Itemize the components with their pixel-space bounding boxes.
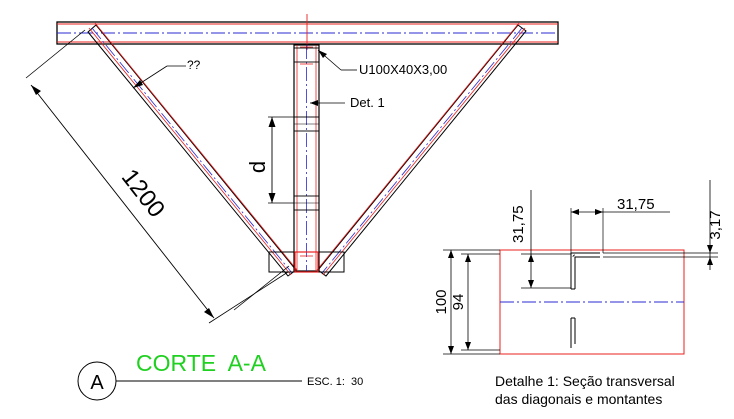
- leader-profile: [317, 49, 357, 71]
- dim-3-17: [603, 180, 718, 270]
- base-plate: [268, 251, 345, 273]
- left-diagonal: [87, 22, 298, 277]
- dim-31-75-horizontal: [570, 208, 670, 253]
- label-profile: U100X40X3,00: [359, 62, 447, 77]
- top-beam: [56, 14, 559, 50]
- dim-31-75-vertical: [521, 190, 571, 289]
- detail-caption-line1: Detalhe 1: Seção transversal: [495, 373, 675, 389]
- leader-base: [233, 265, 290, 311]
- label-31-75-horizontal: 31,75: [617, 196, 655, 213]
- right-diagonal: [316, 22, 527, 277]
- label-unknown: ??: [187, 58, 201, 72]
- section-marker-letter: A: [90, 372, 104, 394]
- detail-section: [499, 249, 685, 355]
- dimension-d: [268, 116, 294, 204]
- label-d: d: [245, 161, 270, 173]
- label-31-75-vertical: 31,75: [510, 205, 527, 243]
- vertical-post: [293, 44, 320, 272]
- label-94: 94: [450, 294, 467, 311]
- label-diagonal-length: 1200: [116, 164, 170, 223]
- detail-caption-line2: das diagonais e montantes: [495, 391, 662, 407]
- leader-det: [310, 100, 345, 106]
- scale-text: ESC. 1: 30: [307, 376, 363, 388]
- label-100: 100: [433, 289, 450, 314]
- leader-unknown: [132, 65, 186, 89]
- dimension-1200: [25, 29, 289, 324]
- section-title: CORTE A-A: [136, 350, 267, 376]
- label-det: Det. 1: [350, 95, 385, 110]
- label-3-17: 3,17: [707, 210, 724, 239]
- dim-100-94: [443, 249, 500, 355]
